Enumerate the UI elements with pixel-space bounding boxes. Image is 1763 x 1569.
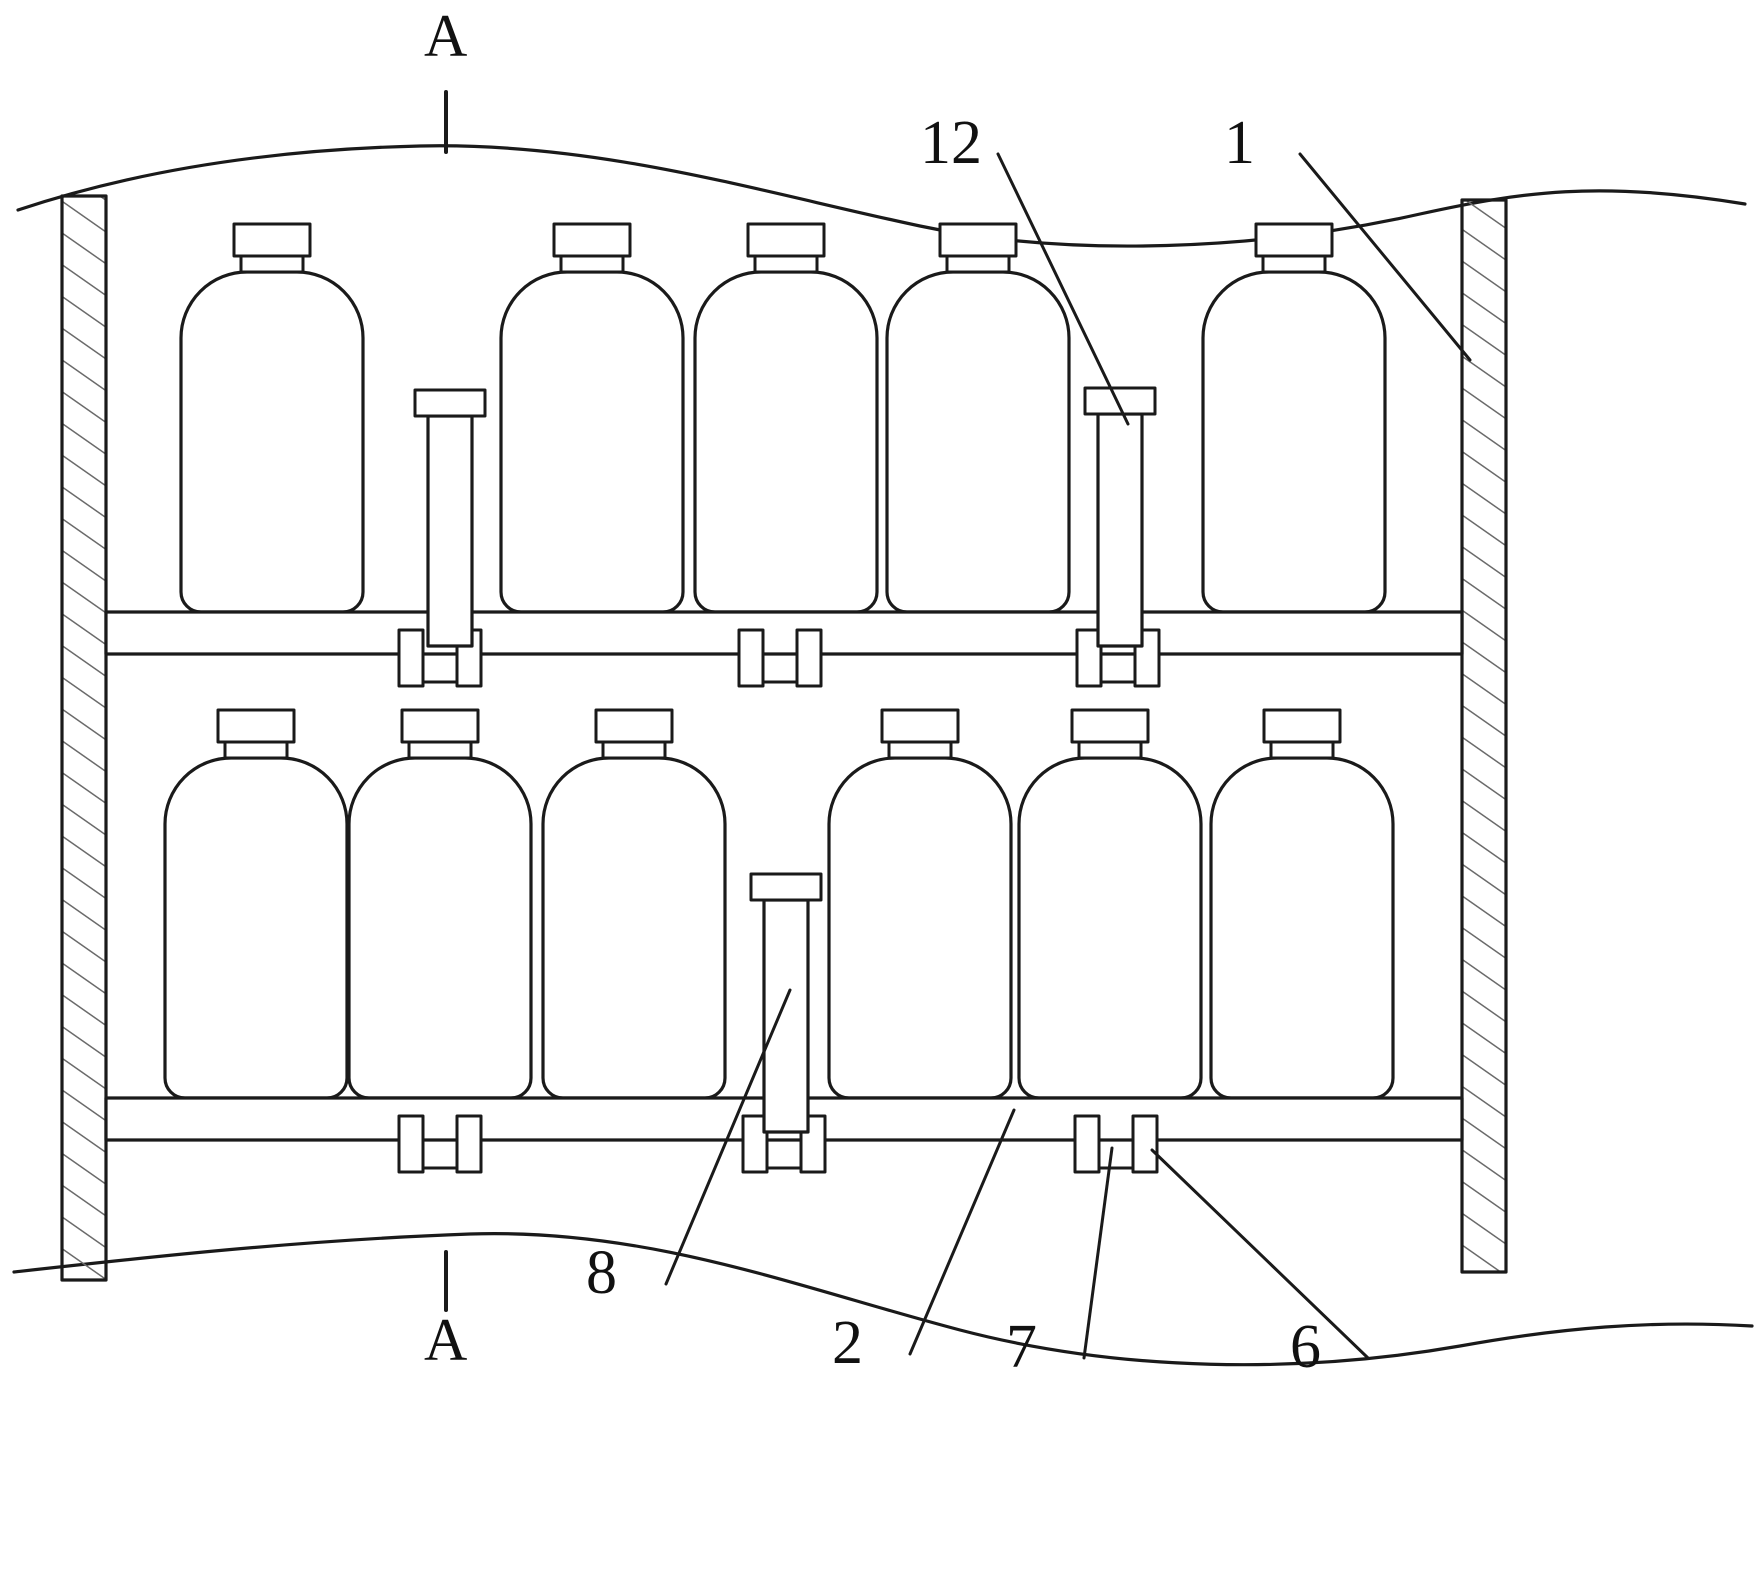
lower-shelf-roller-right-1 — [799, 1114, 827, 1174]
lower-shelf-roller-left-1 — [741, 1114, 769, 1174]
upper-shelf-divider-cap-0 — [413, 388, 487, 418]
callout-label-8: 8 — [586, 1239, 617, 1307]
upper-shelf-divider-post-1 — [1096, 412, 1144, 648]
lower-shelf-bottle-neck-0 — [223, 740, 289, 760]
lower-shelf-divider-post-0 — [762, 898, 810, 1134]
lower-shelf-bottle-body-1 — [347, 756, 533, 1100]
upper-shelf-rail — [104, 610, 1464, 656]
break-line-bottom — [12, 1231, 1754, 1367]
section-label-top: A — [424, 3, 468, 69]
wall-left-hatched — [60, 194, 108, 1282]
lower-shelf-bottle-cap-2 — [594, 708, 674, 744]
upper-shelf-bottle-neck-3 — [945, 254, 1011, 274]
lower-shelf-bottle-cap-1 — [400, 708, 480, 744]
upper-shelf-bottle-cap-3 — [938, 222, 1018, 258]
upper-shelf-bottle-body-4 — [1201, 270, 1387, 614]
lower-shelf-bottle-body-3 — [827, 756, 1013, 1100]
upper-shelf-bottle-body-3 — [885, 270, 1071, 614]
lower-shelf-bottle-neck-1 — [407, 740, 473, 760]
lower-shelf-bottle-neck-4 — [1077, 740, 1143, 760]
upper-shelf-roller-left-0 — [397, 628, 425, 688]
lower-shelf-bottle-cap-3 — [880, 708, 960, 744]
lower-shelf-roller-right-0 — [455, 1114, 483, 1174]
lower-shelf-bottle-neck-2 — [601, 740, 667, 760]
upper-shelf-bottle-cap-0 — [232, 222, 312, 258]
lower-shelf-bottle-body-4 — [1017, 756, 1203, 1100]
wall-right-hatched — [1460, 198, 1508, 1274]
leader-line-2 — [908, 1108, 1016, 1356]
callout-label-6: 6 — [1290, 1313, 1321, 1381]
upper-shelf-bottle-body-2 — [693, 270, 879, 614]
callout-label-2: 2 — [832, 1309, 863, 1377]
leader-line-1 — [1298, 152, 1472, 362]
upper-shelf-bottle-neck-2 — [753, 254, 819, 274]
lower-shelf-bottle-cap-5 — [1262, 708, 1342, 744]
upper-shelf-bottle-cap-1 — [552, 222, 632, 258]
lower-shelf-roller-left-0 — [397, 1114, 425, 1174]
upper-shelf-bottle-cap-2 — [746, 222, 826, 258]
callout-label-1: 1 — [1224, 109, 1255, 177]
section-label-bottom: A — [424, 1307, 468, 1373]
lower-shelf-bottle-cap-0 — [216, 708, 296, 744]
upper-shelf-divider-post-0 — [426, 414, 474, 648]
leader-line-7 — [1082, 1146, 1114, 1360]
upper-shelf-bottle-neck-0 — [239, 254, 305, 274]
upper-shelf-roller-right-1 — [795, 628, 823, 688]
lower-shelf-bottle-neck-5 — [1269, 740, 1335, 760]
lower-shelf-bottle-body-5 — [1209, 756, 1395, 1100]
upper-shelf-bottle-body-0 — [179, 270, 365, 614]
lower-shelf-bottle-neck-3 — [887, 740, 953, 760]
callout-label-7: 7 — [1006, 1313, 1037, 1381]
lower-shelf-bottle-cap-4 — [1070, 708, 1150, 744]
upper-shelf-bottle-neck-4 — [1261, 254, 1327, 274]
leader-line-6 — [1150, 1148, 1370, 1360]
upper-shelf-roller-left-1 — [737, 628, 765, 688]
upper-shelf-bottle-neck-1 — [559, 254, 625, 274]
lower-shelf-bottle-body-0 — [163, 756, 349, 1100]
lower-shelf-bottle-body-2 — [541, 756, 727, 1100]
upper-shelf-bottle-body-1 — [499, 270, 685, 614]
upper-shelf-bottle-cap-4 — [1254, 222, 1334, 258]
lower-shelf-roller-left-2 — [1073, 1114, 1101, 1174]
leader-line-8 — [664, 988, 792, 1286]
leader-line-12 — [996, 152, 1130, 426]
callout-label-12: 12 — [920, 109, 982, 177]
lower-shelf-roller-right-2 — [1131, 1114, 1159, 1174]
lower-shelf-divider-cap-0 — [749, 872, 823, 902]
